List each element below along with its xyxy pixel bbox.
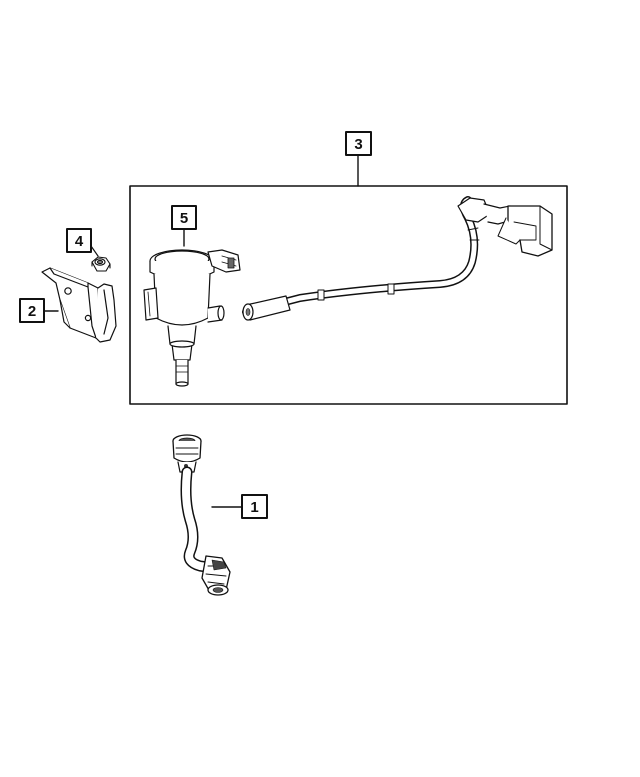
hex-nut[interactable]: [91, 256, 111, 272]
callout-4-leader: [90, 245, 99, 257]
callout-3[interactable]: 3: [345, 131, 372, 156]
vapor-hose-assembly[interactable]: [242, 196, 553, 321]
callout-1[interactable]: 1: [241, 494, 268, 519]
callout-4-label: 4: [75, 233, 84, 250]
callout-1-label: 1: [250, 499, 258, 516]
callout-5-label: 5: [180, 210, 188, 227]
lower-hose[interactable]: [172, 434, 231, 596]
callout-5[interactable]: 5: [171, 205, 197, 230]
mounting-bracket[interactable]: [41, 267, 117, 343]
callout-4[interactable]: 4: [66, 228, 92, 253]
assembly-frame: [129, 185, 568, 405]
purge-valve[interactable]: [143, 249, 241, 387]
callout-2[interactable]: 2: [19, 298, 45, 323]
callout-3-label: 3: [354, 136, 362, 153]
callout-2-label: 2: [28, 303, 36, 320]
